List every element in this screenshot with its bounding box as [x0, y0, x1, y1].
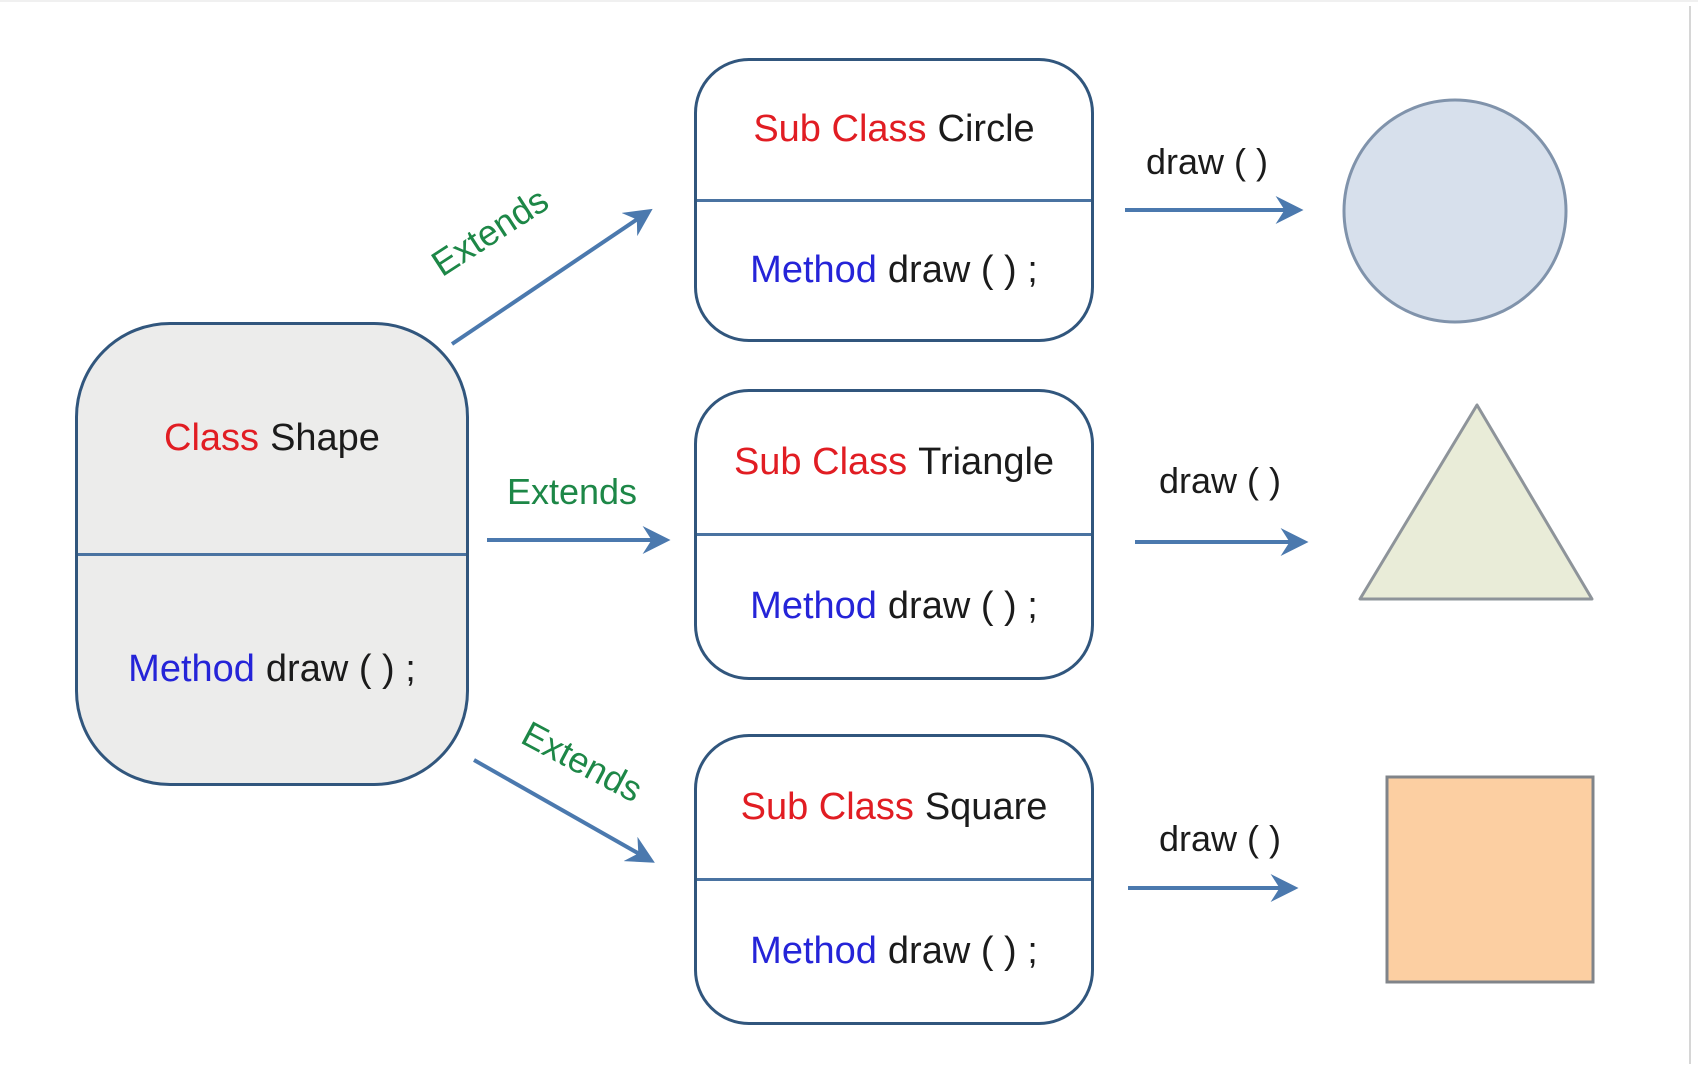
- method-keyword: Method: [750, 930, 877, 972]
- box-divider: [78, 552, 466, 556]
- method-signature: draw ( ) ;: [887, 248, 1038, 291]
- box-divider: [697, 878, 1091, 881]
- subclass-name: Triangle: [918, 441, 1055, 483]
- class-box-square: Sub Class Square Method draw ( ) ;: [694, 734, 1094, 1025]
- box-divider: [697, 198, 1091, 202]
- class-keyword: Class: [164, 417, 260, 460]
- class-box-triangle: Sub Class Triangle Method draw ( ) ;: [694, 389, 1094, 680]
- draw-label-square: draw ( ): [1158, 818, 1282, 859]
- subclass-name: Square: [924, 786, 1048, 828]
- square-shape: [1385, 775, 1595, 984]
- method-keyword: Method: [750, 585, 877, 627]
- class-box-shape-method: Method draw ( ) ;: [78, 556, 466, 784]
- class-box-circle-method: Method draw ( ) ;: [697, 202, 1091, 340]
- class-box-square-header: Sub Class Square: [697, 737, 1091, 878]
- draw-label-triangle: draw ( ): [1158, 460, 1282, 501]
- class-box-circle-header: Sub Class Circle: [697, 61, 1091, 199]
- subclass-keyword: Sub Class: [733, 441, 908, 483]
- class-box-triangle-method: Method draw ( ) ;: [697, 536, 1091, 677]
- subclass-keyword: Sub Class: [753, 108, 927, 151]
- method-keyword: Method: [750, 248, 877, 291]
- class-box-triangle-header: Sub Class Triangle: [697, 392, 1091, 533]
- class-box-shape-header: Class Shape: [78, 325, 466, 553]
- triangle-shape: [1358, 403, 1594, 601]
- extends-label-triangle: Extends: [506, 471, 638, 512]
- method-signature: draw ( ) ;: [887, 585, 1038, 627]
- method-keyword: Method: [128, 647, 255, 690]
- draw-label-circle: draw ( ): [1145, 141, 1269, 182]
- extends-arrow-circle: [450, 208, 653, 346]
- page-edge-line: [1689, 6, 1691, 1064]
- extends-arrow-square: [473, 758, 655, 863]
- class-box-square-method: Method draw ( ) ;: [697, 881, 1091, 1022]
- box-divider: [697, 533, 1091, 536]
- method-signature: draw ( ) ;: [887, 930, 1038, 972]
- circle-shape: [1342, 98, 1568, 324]
- class-box-circle: Sub Class Circle Method draw ( ) ;: [694, 58, 1094, 342]
- subclass-keyword: Sub Class: [740, 786, 914, 828]
- method-signature: draw ( ) ;: [265, 647, 416, 690]
- class-box-shape: Class Shape Method draw ( ) ;: [75, 322, 469, 786]
- subclass-name: Circle: [937, 108, 1035, 151]
- class-name: Shape: [270, 417, 380, 460]
